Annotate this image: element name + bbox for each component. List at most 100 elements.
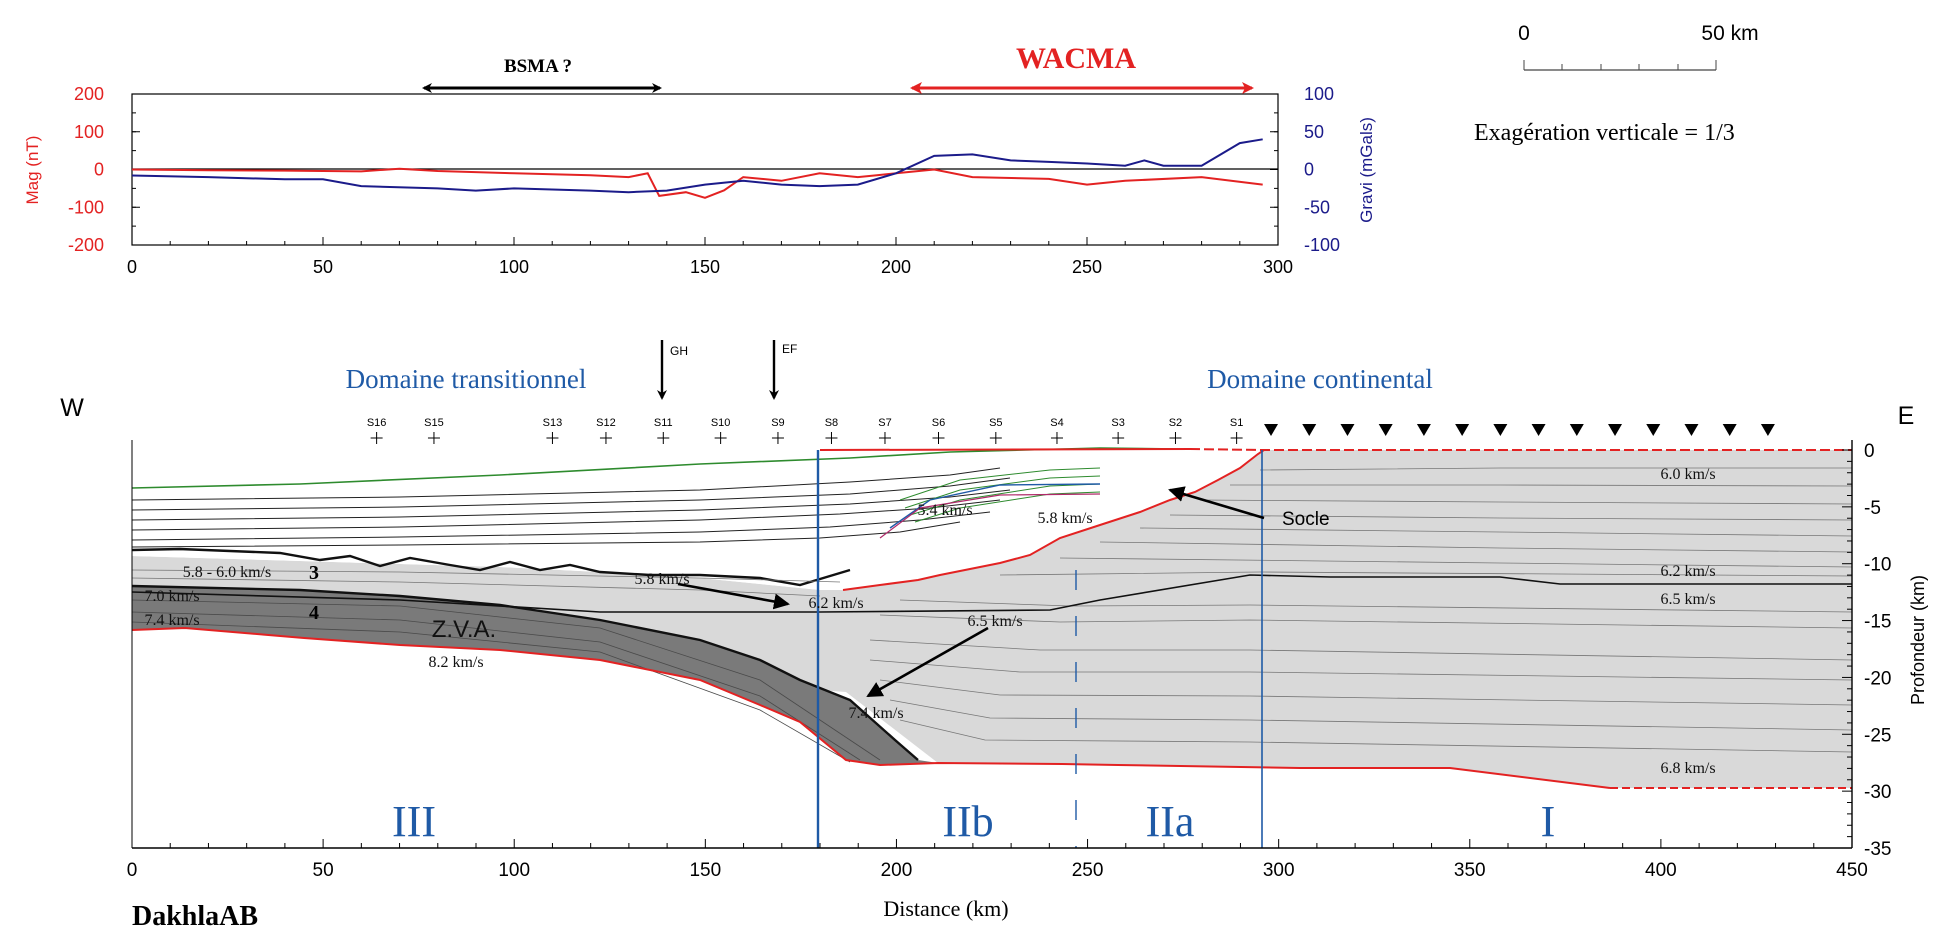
land-station-marker (1531, 424, 1546, 436)
bsma-label: BSMA ? (504, 56, 572, 77)
station-label: S2 (1169, 417, 1182, 429)
land-station-marker (1416, 424, 1431, 436)
land-station-marker (1378, 424, 1393, 436)
velocity-label: 7.4 km/s (848, 705, 903, 722)
region-IIa-label: IIa (1146, 797, 1195, 846)
mag-series (131, 167, 1263, 199)
velocity-label: 5.8 km/s (634, 571, 689, 588)
station-label: S13 (543, 417, 563, 429)
gravi-series (131, 138, 1263, 194)
region-I-label: I (1541, 797, 1556, 846)
moho-line (131, 626, 1611, 789)
gravi-tick-label: -100 (1304, 235, 1340, 255)
seafloor-red-dashed (1189, 448, 1852, 451)
x-tick-label: 50 (313, 860, 334, 881)
sediment-reflectors (131, 467, 1011, 548)
socle-label: Socle (1282, 509, 1330, 530)
y-tick-label: 0 (1864, 441, 1875, 462)
region-IIb-label: IIb (942, 797, 993, 846)
velocity-label: 5.4 km/s (917, 502, 972, 519)
velocity-label: 7.4 km/s (144, 612, 199, 629)
velocity-label: 8.2 km/s (428, 654, 483, 671)
profile-name: DakhlaAB (132, 901, 258, 932)
top-x-tick-label: 250 (1072, 257, 1102, 277)
domain-transitional-label: Domaine transitionnel (346, 364, 587, 394)
gravi-tick-label: 0 (1304, 160, 1314, 180)
y-tick-label: -5 (1864, 498, 1881, 519)
velocity-label: 6.5 km/s (967, 613, 1022, 630)
x-tick-label: 400 (1645, 860, 1677, 881)
top-x-tick-label: 100 (499, 257, 529, 277)
x-tick-label: 450 (1836, 860, 1868, 881)
west-label: W (60, 394, 84, 422)
y-tick-label: -15 (1864, 612, 1891, 633)
y-tick-label: -10 (1864, 555, 1891, 576)
x-tick-label: 250 (1072, 860, 1104, 881)
land-station-marker (1722, 424, 1737, 436)
seafloor-red-line (819, 448, 1191, 451)
top-x-tick-label: 150 (690, 257, 720, 277)
gravi-tick-label: 50 (1304, 122, 1324, 142)
land-station-marker (1455, 424, 1470, 436)
east-label: E (1898, 402, 1915, 430)
land-station-marker (1340, 424, 1355, 436)
top-x-tick-label: 200 (881, 257, 911, 277)
velocity-label: 6.5 km/s (1660, 591, 1715, 608)
station-label: S9 (771, 417, 784, 429)
station-label: S12 (596, 417, 616, 429)
mag-tick-label: 100 (74, 122, 104, 142)
interface-62 (131, 574, 1852, 613)
layer-3-label: 3 (309, 562, 319, 584)
station-label: S6 (932, 417, 945, 429)
mag-tick-label: 0 (94, 160, 104, 180)
velocity-label: 6.2 km/s (808, 595, 863, 612)
x-tick-label: 350 (1454, 860, 1486, 881)
station-label: S8 (825, 417, 838, 429)
y-tick-label: -25 (1864, 725, 1891, 746)
velocity-label: 6.8 km/s (1660, 760, 1715, 777)
zva-label: Z.V.A. (432, 616, 496, 643)
land-station-marker (1264, 424, 1279, 436)
gravi-tick-label: -50 (1304, 197, 1330, 217)
scale-end-label: 50 km (1701, 22, 1758, 45)
top-x-tick-label: 300 (1263, 257, 1293, 277)
arrow-to-zva (866, 626, 989, 698)
region-III-label: III (392, 797, 436, 846)
station-label: S4 (1050, 417, 1063, 429)
station-label: S7 (878, 417, 891, 429)
y-tick-label: -35 (1864, 839, 1891, 860)
layer-4-label: 4 (309, 602, 319, 624)
land-station-marker (1569, 424, 1584, 436)
blue-reflector (889, 483, 1101, 529)
zva-contours (131, 599, 881, 763)
mag-axis-label: Mag (nT) (23, 136, 42, 205)
y-tick-label: -30 (1864, 782, 1891, 803)
scale-start-label: 0 (1518, 22, 1530, 45)
sediment-base (131, 547, 851, 587)
socle-line (842, 449, 1265, 591)
x-tick-label: 0 (127, 860, 138, 881)
scale-bar: 0 50 km (1518, 22, 1759, 71)
land-station-marker (1493, 424, 1508, 436)
top-x-tick-label: 0 (127, 257, 137, 277)
station-label: S5 (989, 417, 1002, 429)
magenta-reflector (879, 493, 1101, 539)
domain-continental-label: Domaine continental (1207, 364, 1433, 394)
mag-tick-label: -200 (68, 235, 104, 255)
wacma-label: WACMA (1016, 42, 1136, 75)
gravi-axis-label: Gravi (mGals) (1357, 117, 1376, 223)
velocity-label: 7.0 km/s (144, 588, 199, 605)
station-label: S1 (1230, 417, 1243, 429)
velocity-label: 5.8 - 6.0 km/s (183, 564, 271, 581)
gravi-tick-label: 100 (1304, 84, 1334, 104)
mag-tick-label: -100 (68, 197, 104, 217)
x-tick-label: 150 (689, 860, 721, 881)
arrow-to-62 (677, 582, 790, 610)
basement-contours (131, 467, 1853, 753)
zva-fill (132, 586, 938, 765)
land-station-marker (1646, 424, 1661, 436)
station-label: S16 (367, 417, 387, 429)
